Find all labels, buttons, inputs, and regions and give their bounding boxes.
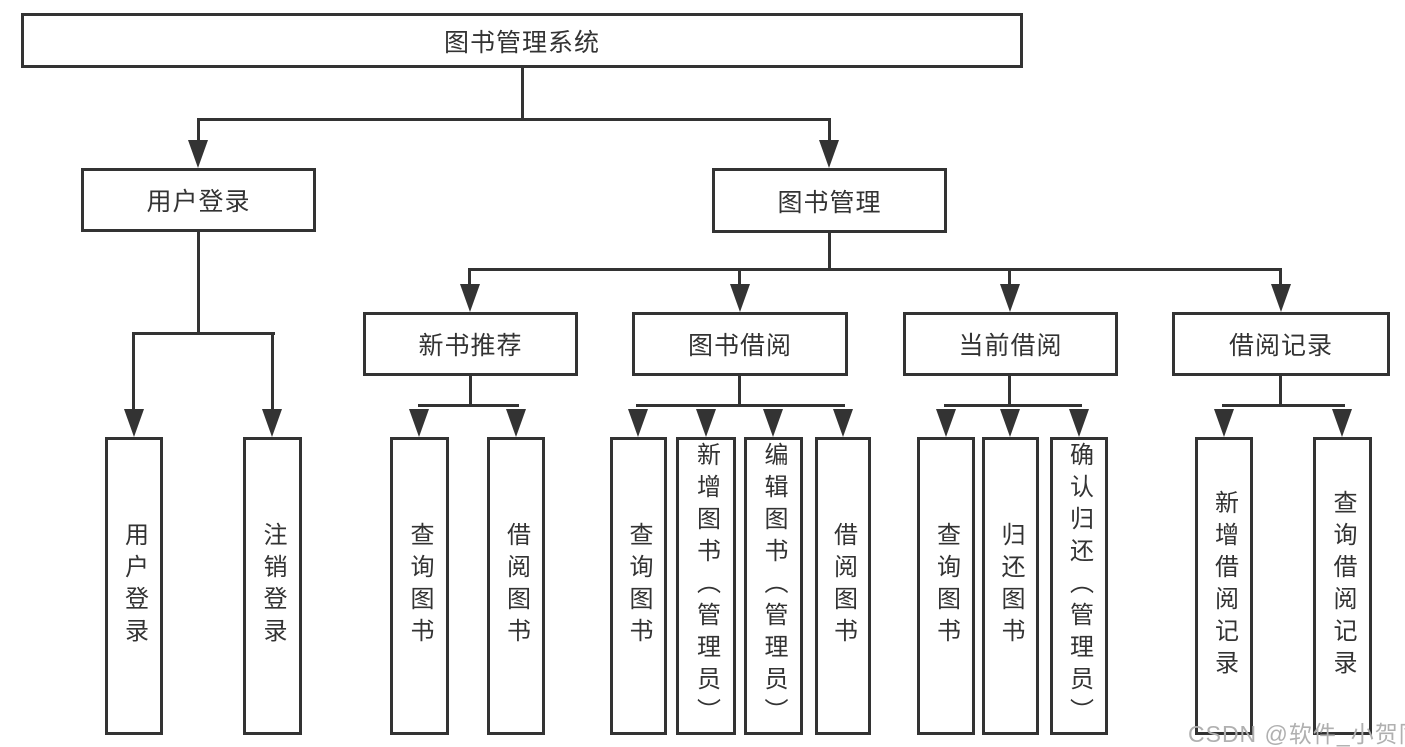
node-label: 新书推荐 xyxy=(418,332,523,360)
connector-line xyxy=(271,332,274,411)
arrow-down-icon xyxy=(1000,409,1020,437)
connector-line xyxy=(469,376,472,407)
arrow-down-icon xyxy=(819,140,839,168)
arrow-down-icon xyxy=(188,140,208,168)
node-borrow-books: 借阅图书 xyxy=(815,437,871,735)
connector-line xyxy=(738,268,741,284)
node-add-borrow-record: 新增借阅记录 xyxy=(1195,437,1253,735)
arrow-down-icon xyxy=(696,409,716,437)
node-new-book-recommend: 新书推荐 xyxy=(363,312,578,376)
node-label: 图书借阅 xyxy=(687,332,792,360)
arrow-down-icon xyxy=(1069,409,1089,437)
node-label: 新增借阅记录 xyxy=(1210,490,1238,682)
node-book-management: 图书管理 xyxy=(712,168,947,233)
node-search-books-current: 查询图书 xyxy=(917,437,975,735)
connector-line xyxy=(1008,376,1011,407)
node-label: 确认归还（管理员） xyxy=(1065,442,1093,730)
node-search-books-recommend: 查询图书 xyxy=(390,437,449,735)
node-logout: 注销登录 xyxy=(243,437,302,735)
node-label: 借阅图书 xyxy=(502,522,530,650)
node-user-login: 用户登录 xyxy=(81,168,316,232)
node-user-login-action: 用户登录 xyxy=(105,437,163,735)
node-label: 用户登录 xyxy=(146,188,251,216)
connector-line xyxy=(828,233,831,271)
node-label: 图书管理 xyxy=(777,188,882,217)
node-borrow-records: 借阅记录 xyxy=(1172,312,1390,376)
connector-line xyxy=(468,268,471,284)
connector-line xyxy=(132,332,135,411)
arrow-down-icon xyxy=(763,409,783,437)
connector-line xyxy=(468,268,1282,271)
arrow-down-icon xyxy=(833,409,853,437)
connector-line xyxy=(1222,404,1345,407)
node-label: 查询图书 xyxy=(932,522,960,650)
connector-line xyxy=(197,118,831,121)
node-label: 查询借阅记录 xyxy=(1329,490,1356,682)
node-search-books-borrow: 查询图书 xyxy=(610,437,667,735)
arrow-down-icon xyxy=(628,409,648,437)
arrow-down-icon xyxy=(409,409,429,437)
arrow-down-icon xyxy=(460,284,480,312)
node-return-books: 归还图书 xyxy=(982,437,1039,735)
node-confirm-return-admin: 确认归还（管理员） xyxy=(1050,437,1108,735)
arrow-down-icon xyxy=(1271,284,1291,312)
arrow-down-icon xyxy=(1000,284,1020,312)
connector-line xyxy=(197,232,200,335)
node-label: 用户登录 xyxy=(120,522,148,650)
node-label: 查询图书 xyxy=(625,522,652,650)
arrow-down-icon xyxy=(1332,409,1352,437)
node-label: 查询图书 xyxy=(406,522,433,650)
connector-line xyxy=(1279,268,1282,284)
node-label: 新增图书（管理员） xyxy=(692,442,720,730)
arrow-down-icon xyxy=(936,409,956,437)
connector-line xyxy=(521,68,524,121)
connector-line xyxy=(197,118,200,142)
node-label: 借阅图书 xyxy=(829,522,857,650)
connector-line xyxy=(418,404,519,407)
arrow-down-icon xyxy=(730,284,750,312)
arrow-down-icon xyxy=(1214,409,1234,437)
node-edit-books-admin: 编辑图书（管理员） xyxy=(744,437,803,735)
connector-line xyxy=(636,404,845,407)
arrow-down-icon xyxy=(506,409,526,437)
node-label: 编辑图书（管理员） xyxy=(760,442,787,730)
node-label: 图书管理系统 xyxy=(443,28,600,57)
connector-line xyxy=(828,118,831,142)
node-library-management-system: 图书管理系统 xyxy=(21,13,1023,68)
node-label: 当前借阅 xyxy=(958,332,1063,360)
arrow-down-icon xyxy=(262,409,282,437)
connector-line xyxy=(1008,268,1011,284)
node-search-borrow-record: 查询借阅记录 xyxy=(1313,437,1372,735)
connector-line xyxy=(944,404,1082,407)
node-label: 归还图书 xyxy=(997,522,1024,650)
node-label: 注销登录 xyxy=(259,522,286,650)
csdn-watermark: CSDN @软件_小贺同学 xyxy=(1188,721,1405,747)
node-borrow-books-recommend: 借阅图书 xyxy=(487,437,545,735)
connector-line xyxy=(1279,376,1282,407)
node-book-borrowing: 图书借阅 xyxy=(632,312,848,376)
arrow-down-icon xyxy=(124,409,144,437)
node-label: 借阅记录 xyxy=(1228,332,1333,360)
connector-line xyxy=(738,376,741,407)
connector-line xyxy=(132,332,275,335)
node-current-borrowing: 当前借阅 xyxy=(903,312,1118,376)
node-add-books-admin: 新增图书（管理员） xyxy=(676,437,736,735)
